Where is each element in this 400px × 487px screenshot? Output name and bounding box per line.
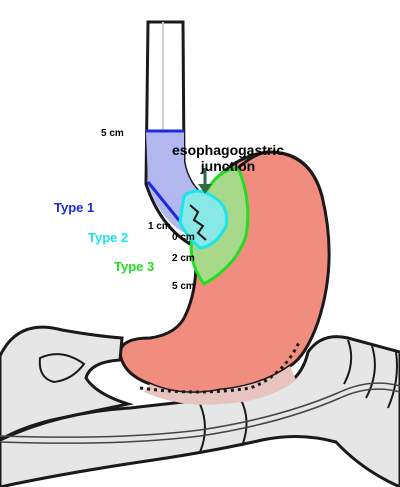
mark-2cm-label: 2 cm [172, 253, 195, 264]
type3-label: Type 3 [114, 259, 155, 274]
vessel-line [0, 382, 400, 438]
omentum-dashed-line [139, 339, 302, 394]
junction-label: esophagogastric junction [172, 142, 284, 174]
type2-label: Type 2 [88, 230, 129, 245]
type1-boundary-side [146, 181, 184, 225]
z-line [189, 204, 207, 241]
colon-haustra-1 [343, 339, 398, 409]
greater-curvature-shadow [144, 366, 296, 405]
mark-0cm-label: 0 cm [172, 232, 195, 243]
stomach-fundus-outline [237, 150, 324, 197]
lower-5cm-label: 5 cm [172, 281, 195, 292]
small-bowel-loop [38, 353, 86, 384]
upper-5cm-label: 5 cm [101, 128, 124, 139]
mark-1cm-label: 1 cm [148, 221, 171, 232]
junction-arrowhead [198, 184, 212, 194]
junction-label-line1: esophagogastric [172, 142, 285, 158]
junction-label-line2: junction [200, 158, 256, 175]
type1-label: Type 1 [54, 200, 95, 215]
vessel-line-2 [0, 388, 400, 444]
transverse-colon [0, 335, 400, 487]
